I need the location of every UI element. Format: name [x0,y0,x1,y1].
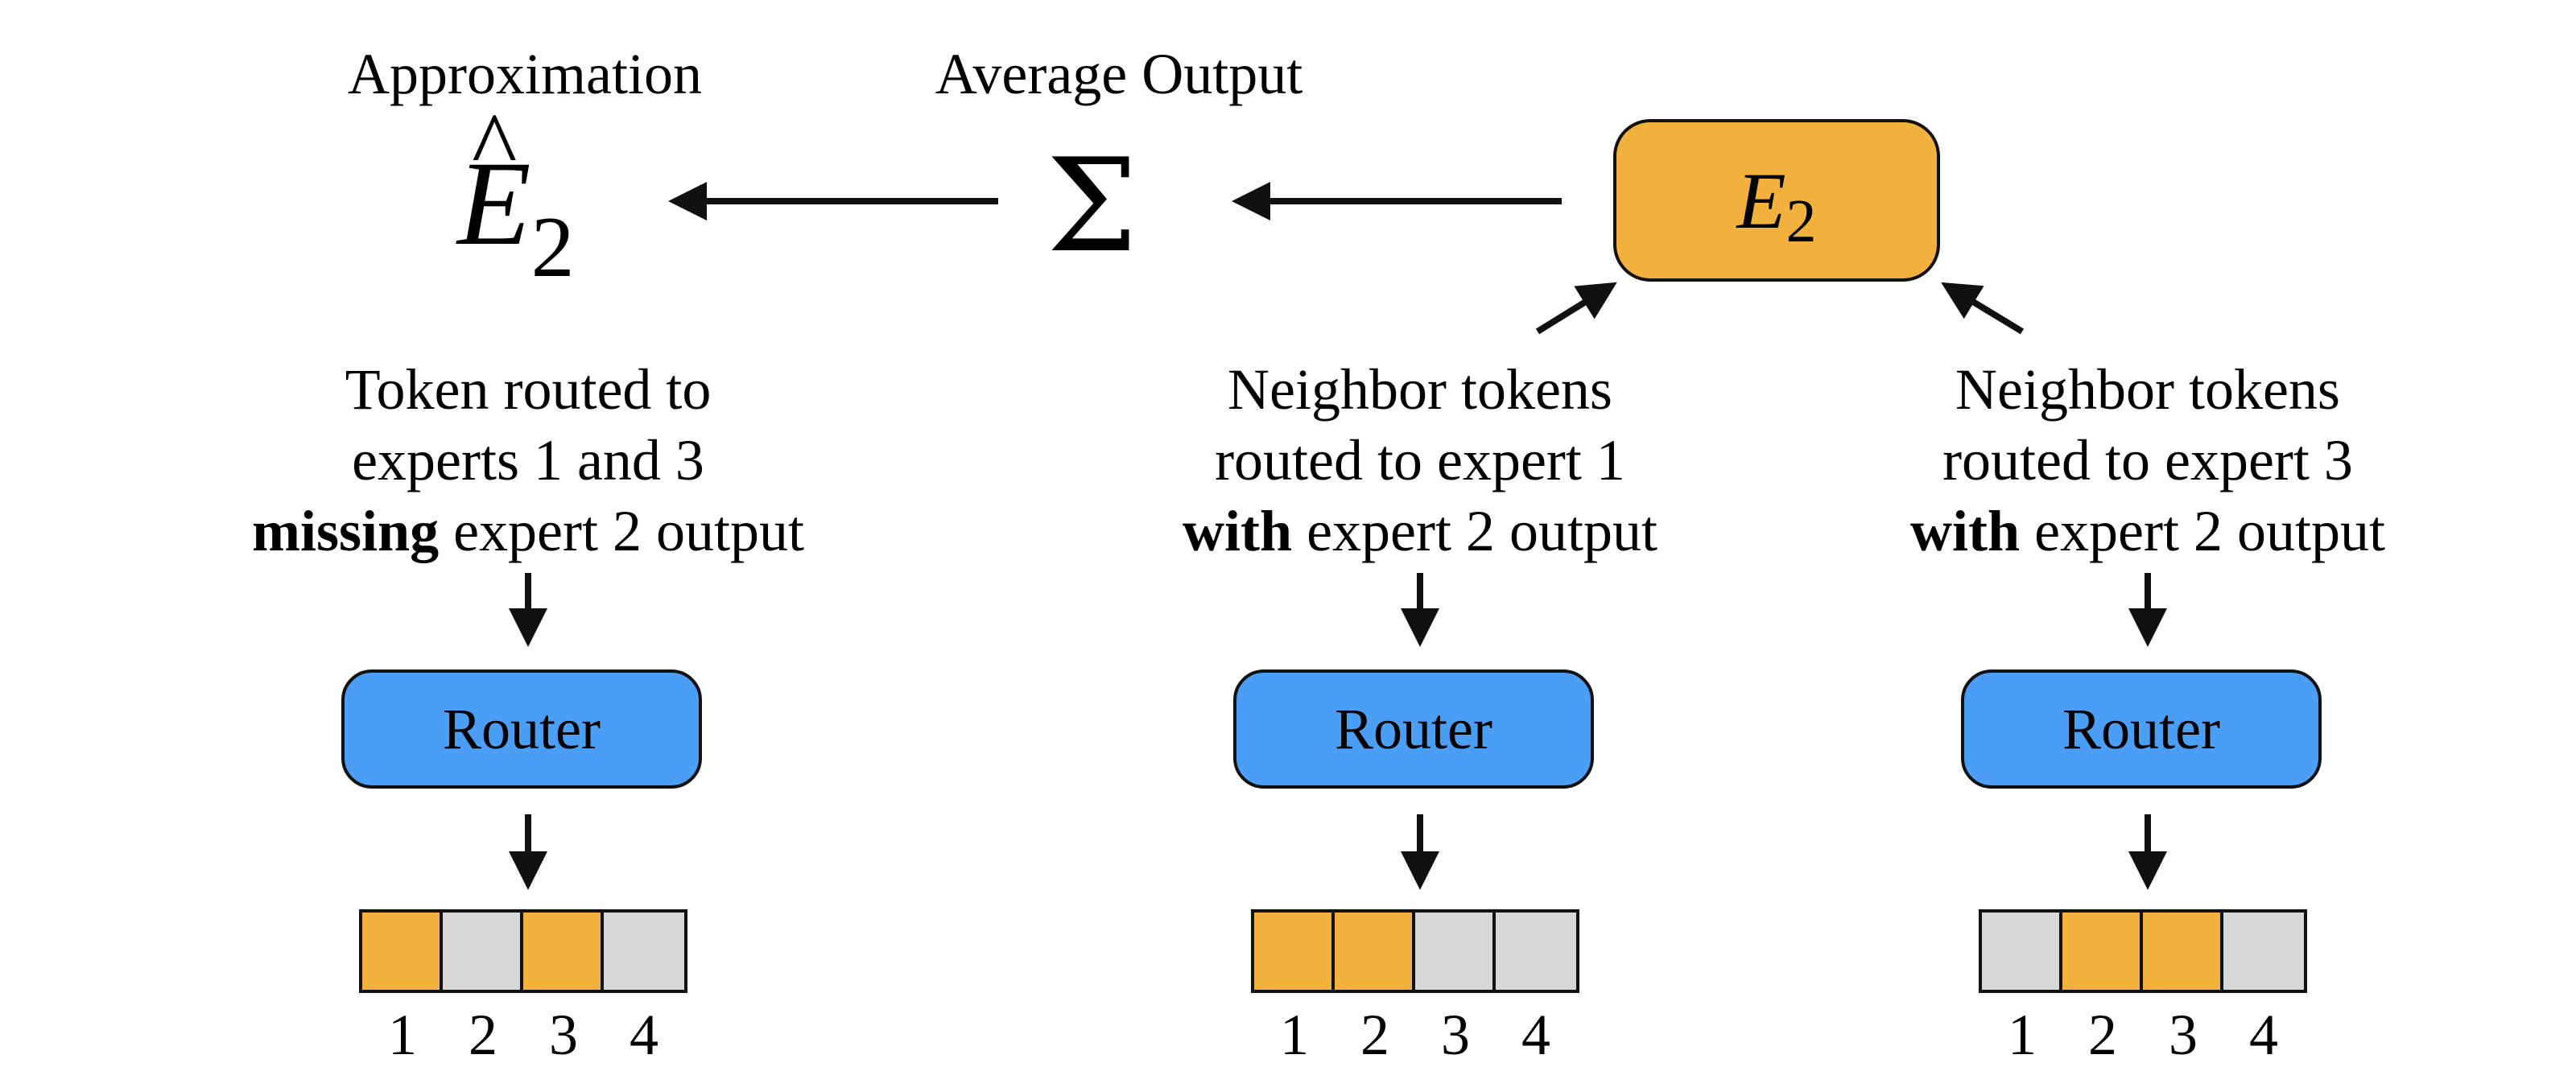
expert-slot-4-unselected [2223,913,2304,990]
arrow-col3-to-expert [1941,282,2025,335]
slot-number-3: 3 [1441,1003,1470,1067]
col1-line1: Token routed to [345,357,712,422]
slot-number-4: 4 [1521,1003,1550,1067]
expert-slot-1-selected [362,913,443,990]
expert-slot-3-selected [2143,913,2223,990]
column-1-description: Token routed to experts 1 and 3 missing … [190,354,866,566]
router-2: Router [1233,669,1594,789]
expert-slots-3 [1979,909,2307,993]
slot-number-2: 2 [1360,1003,1389,1067]
average-output-label: Average Output [935,42,1303,106]
approx-subscript: 2 [530,200,575,295]
col2-line3-rest: expert 2 output [1292,499,1657,563]
arrow-col2-to-expert [1535,282,1617,335]
expert-slot-1-selected [1254,913,1335,990]
slot-number-1: 1 [1280,1003,1309,1067]
router-1-label: Router [443,696,601,761]
expert-slot-3-unselected [1415,913,1496,990]
col2-line3: with expert 2 output [1074,496,1766,566]
router-2-label: Router [1335,696,1492,761]
slot-number-2: 2 [469,1003,497,1067]
col2-line1: Neighbor tokens [1228,357,1612,422]
expert-slots-2 [1251,909,1579,993]
expert-slot-3-selected [523,913,604,990]
column-3-description: Neighbor tokens routed to expert 3 with … [1802,354,2494,566]
col1-line3-rest: expert 2 output [439,499,804,563]
approximation-label: Approximation [348,42,702,106]
col3-line3-bold: with [1910,499,2021,563]
slot-number-4: 4 [2249,1003,2278,1067]
expert-slot-1-unselected [1982,913,2062,990]
expert-slot-2-unselected [443,913,523,990]
col3-line1: Neighbor tokens [1955,357,2340,422]
col3-line3-rest: expert 2 output [2020,499,2385,563]
sum-symbol: Σ [1046,130,1138,281]
column-2-description: Neighbor tokens routed to expert 1 with … [1074,354,1766,566]
slot-number-3: 3 [549,1003,578,1067]
col3-line2: routed to expert 3 [1942,428,2353,492]
slot-number-1: 1 [388,1003,417,1067]
col3-line3: with expert 2 output [1802,496,2494,566]
router-3-label: Router [2062,696,2220,761]
expert-slot-2-selected [1335,913,1415,990]
slot-number-2: 2 [2088,1003,2117,1067]
router-3: Router [1961,669,2322,789]
slot-number-1: 1 [2008,1003,2037,1067]
col2-line2: routed to expert 1 [1215,428,1625,492]
expert-slot-4-unselected [604,913,684,990]
approx-letter: E [457,137,531,270]
hat-mark: ^ [472,93,518,200]
col2-line3-bold: with [1183,499,1293,563]
approximation-symbol: ^E2 [457,98,575,291]
slot-number-4: 4 [630,1003,658,1067]
expert-letter: E [1736,155,1786,245]
col1-line3: missing expert 2 output [190,496,866,566]
expert-subscript: 2 [1785,187,1817,255]
expert-slots-1 [359,909,687,993]
expert-slot-2-selected [2062,913,2143,990]
col1-line2: experts 1 and 3 [352,428,704,492]
router-1: Router [341,669,702,789]
slot-number-3: 3 [2169,1003,2198,1067]
expert-slot-4-unselected [1496,913,1576,990]
col1-line3-bold: missing [252,499,440,563]
